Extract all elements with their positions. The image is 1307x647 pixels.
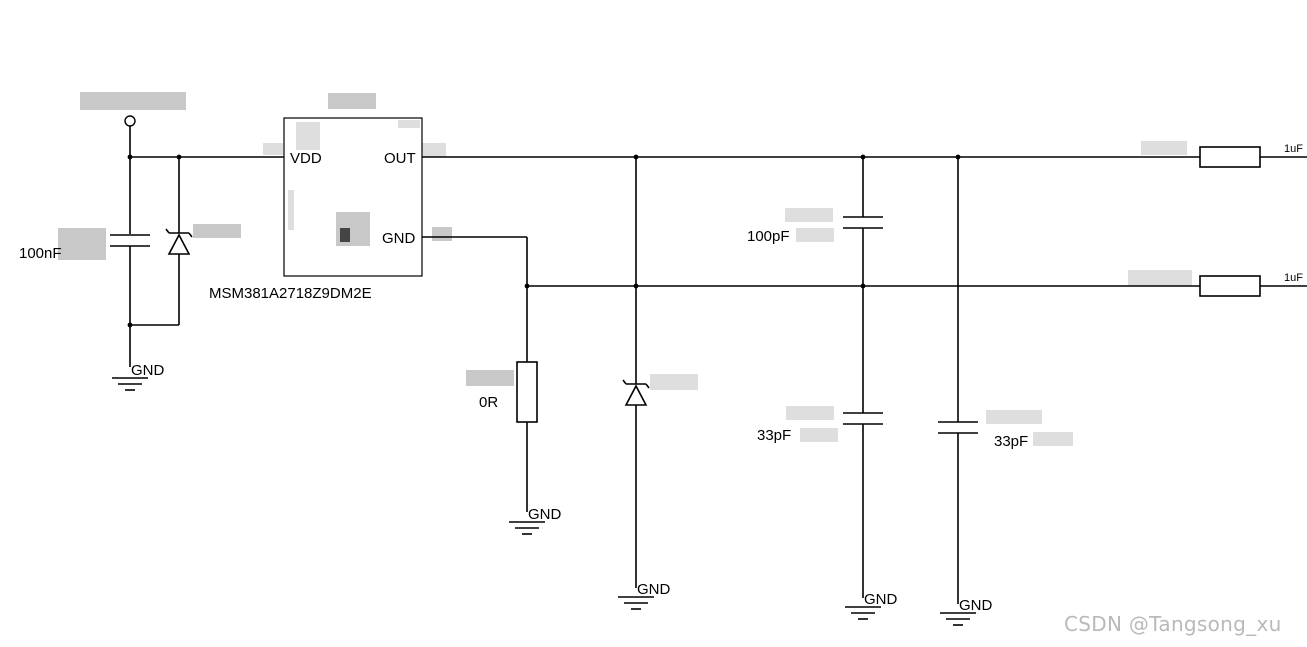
chip-gnd-trace <box>422 236 528 362</box>
zero-ohm-resistor <box>516 361 538 512</box>
capacitor-33pf-right <box>938 157 978 604</box>
capacitor-100pf <box>843 157 883 413</box>
chip-pin-out: OUT <box>384 150 416 167</box>
ground-symbol-tvs <box>618 596 654 610</box>
capacitor-33pf-left-value: 33pF <box>757 427 791 444</box>
ground-label-input: GND <box>131 362 165 379</box>
supply-terminal <box>124 115 136 127</box>
ground-symbol-cap-left <box>845 606 881 620</box>
input-capacitor <box>110 157 150 367</box>
capacitor-33pf-right-value: 33pF <box>994 433 1028 450</box>
obscured-labels <box>58 92 1192 446</box>
input-rail <box>127 154 284 160</box>
output-resistor-bottom <box>1199 275 1307 297</box>
ground-symbol-input <box>112 377 148 391</box>
output-tvs-diode <box>622 157 650 588</box>
chip-pin-gnd: GND <box>382 230 416 247</box>
ground-symbol-cap-right <box>940 612 976 626</box>
capacitor-100pf-value: 100pF <box>747 228 790 245</box>
ground-label-cap-right: GND <box>959 597 993 614</box>
ground-label-cap-left: GND <box>864 591 898 608</box>
output-resistor-top <box>1199 146 1307 168</box>
chip-part-number: MSM381A2718Z9DM2E <box>209 285 372 302</box>
ground-symbol-resistor <box>509 521 545 535</box>
input-tvs-diode <box>130 157 193 326</box>
zero-ohm-resistor-value: 0R <box>479 394 498 411</box>
regulator-chip <box>283 117 423 277</box>
watermark: CSDN @Tangsong_xu <box>1064 612 1282 636</box>
input-capacitor-value: 100nF <box>19 245 62 262</box>
ground-label-resistor: GND <box>528 506 562 523</box>
ground-label-tvs: GND <box>637 581 671 598</box>
output-resistor-top-value: 1uF <box>1284 143 1303 155</box>
capacitor-33pf-left <box>843 412 883 598</box>
output-rail <box>422 154 1200 160</box>
chip-pin-vdd: VDD <box>290 150 322 167</box>
output-resistor-bottom-value: 1uF <box>1284 272 1303 284</box>
